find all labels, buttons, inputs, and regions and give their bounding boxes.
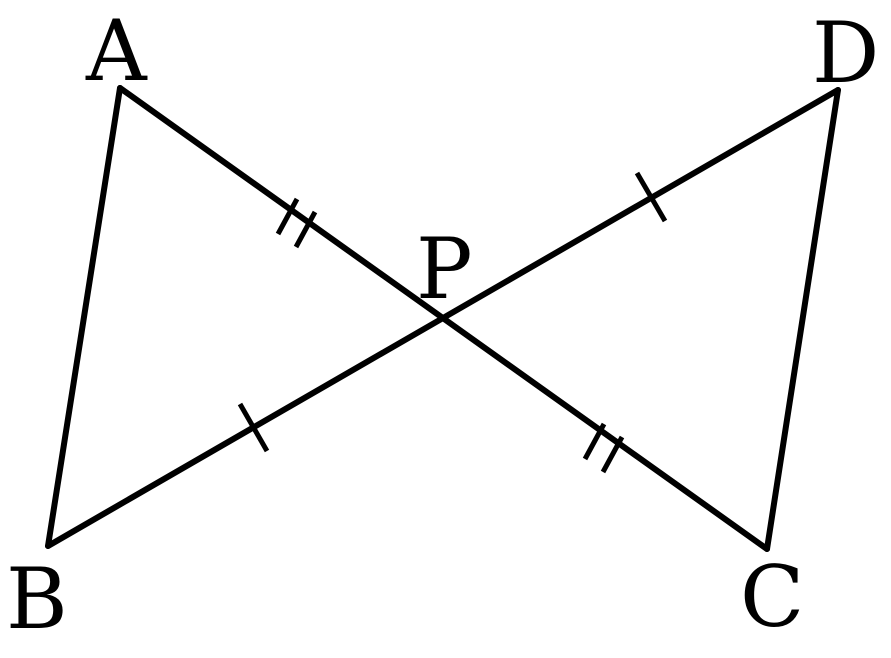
vertex-label-D: D xyxy=(812,4,879,102)
single-tick-BP xyxy=(237,402,270,453)
vertex-label-A: A xyxy=(85,2,148,100)
double-tick-AP xyxy=(275,197,318,249)
vertex-label-B: B xyxy=(6,550,68,648)
segment-AB xyxy=(45,85,123,549)
single-tick-PD xyxy=(634,171,668,223)
segment-BD xyxy=(45,87,841,549)
double-tick-PC xyxy=(582,422,625,474)
segment-DC xyxy=(764,87,841,552)
vertex-label-P: P xyxy=(416,220,473,318)
vertex-label-C: C xyxy=(740,548,804,646)
